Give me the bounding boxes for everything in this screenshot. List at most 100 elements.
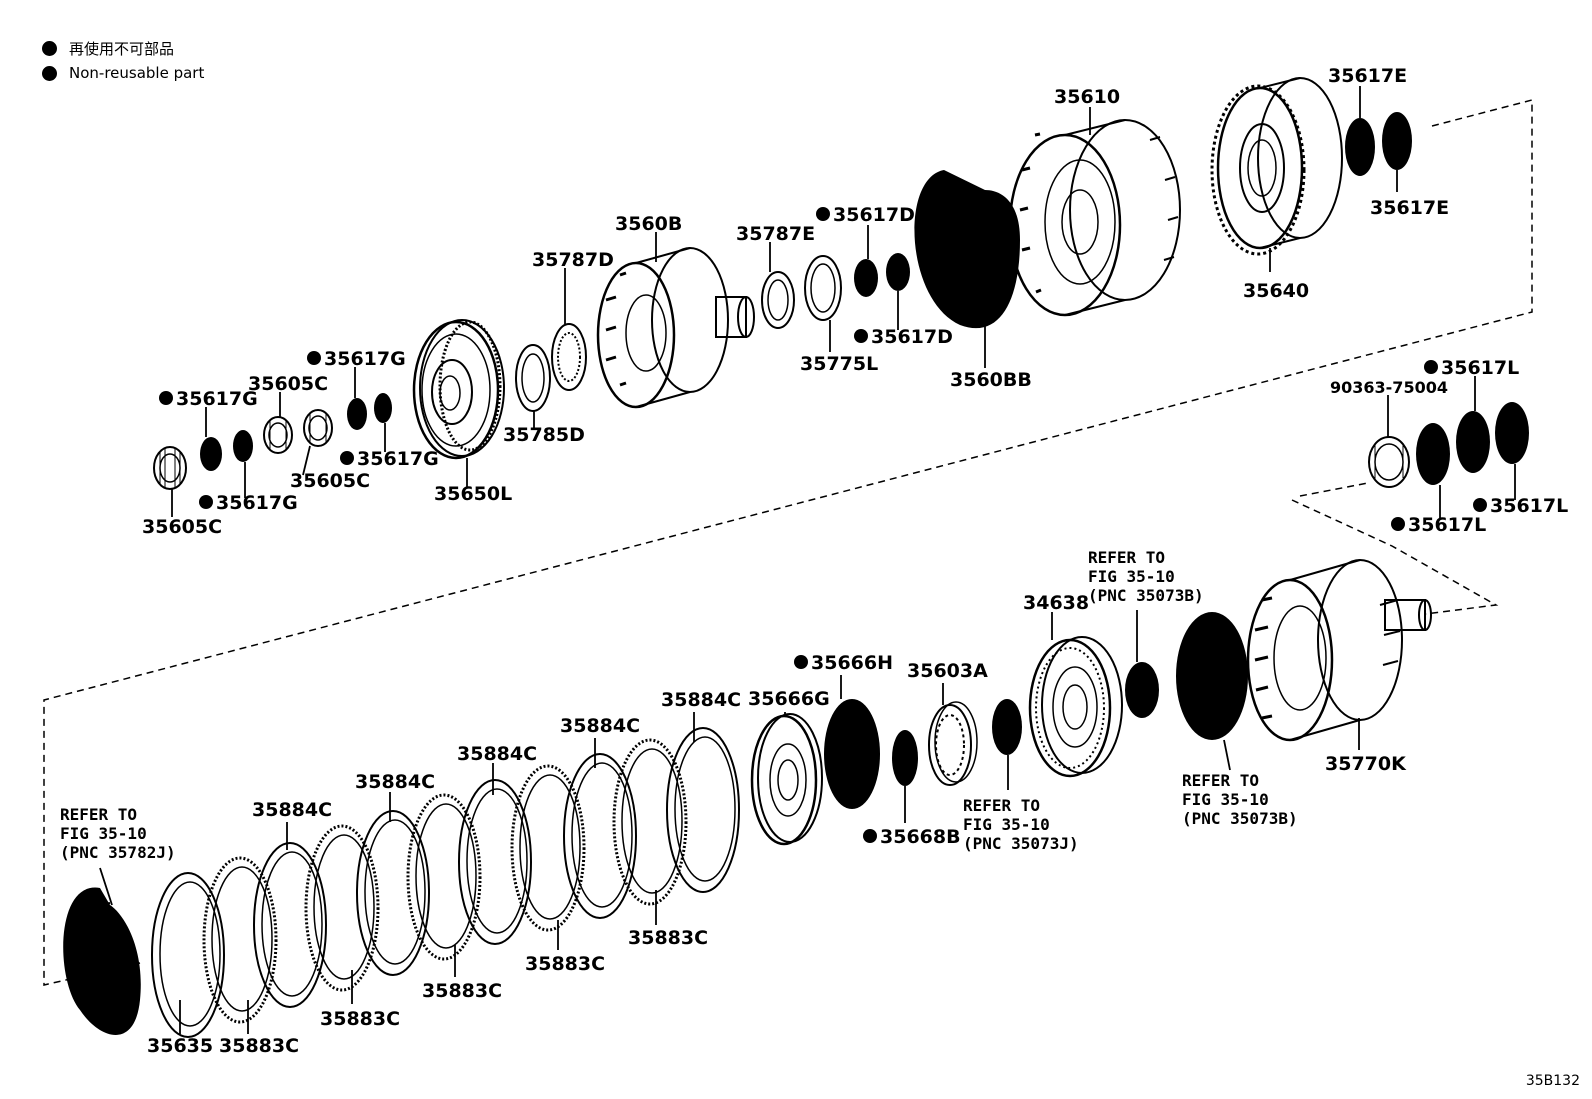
part-label[interactable]: 35605C [142,516,222,538]
part-label[interactable]: 35617G [176,388,258,410]
friction-disc-35883C[interactable] [612,738,688,906]
part-label[interactable]: 35787E [736,223,815,245]
o-ring-35668B[interactable] [892,730,918,786]
part-label[interactable]: 35883C [219,1035,299,1057]
non-reusable-dot-icon [854,329,868,343]
ring-35617E-1[interactable] [1345,118,1375,176]
ring-35617D-2[interactable] [886,253,910,291]
ring-35617G-1[interactable] [200,437,222,471]
part-label[interactable]: 35617D [871,326,953,348]
part-label[interactable]: 35884C [560,715,640,737]
part-label[interactable]: 3560BB [950,369,1032,391]
part-label[interactable]: 35650L [434,483,512,505]
part-label[interactable]: 35617L [1490,495,1568,517]
non-reusable-dot-icon [340,451,354,465]
part-label[interactable]: 35775L [800,353,878,375]
seal-ring-35073J[interactable] [992,699,1022,755]
non-reusable-dot-icon [307,351,321,365]
part-label[interactable]: 35605C [290,470,370,492]
ring-35617E-2[interactable] [1382,112,1412,170]
legend-japanese-text: 再使用不可部品 [69,40,175,58]
part-label[interactable]: 35884C [661,689,741,711]
friction-disc-35883C[interactable] [202,856,278,1024]
clutch-plate-35884C[interactable] [151,872,225,1038]
part-label[interactable]: 35770K [1325,753,1407,775]
part-label[interactable]: 35884C [252,799,332,821]
planetary-carrier-3560B[interactable] [596,247,755,409]
ring-35617D-1[interactable] [854,259,878,297]
snap-ring-3560BB[interactable] [914,170,1020,329]
part-label[interactable]: 35668B [880,826,961,848]
needle-bearing-35605C-left[interactable] [153,446,187,490]
part-label[interactable]: 35666H [811,652,893,674]
clutch-plate-35884C[interactable] [458,779,532,945]
refer-note-35073B-lower[interactable]: REFER TO FIG 35-10 (PNC 35073B) [1182,771,1298,828]
part-label[interactable]: 35617E [1370,197,1449,219]
part-label[interactable]: 35666G [748,688,830,710]
needle-bearing-35605C-middle[interactable] [263,416,293,454]
part-label[interactable]: 35635 [147,1035,213,1057]
part-label[interactable]: 35785D [503,424,585,446]
friction-disc-35883C[interactable] [304,824,380,992]
friction-disc-35883C[interactable] [510,764,586,932]
seal-ring-35073B-large[interactable] [1176,612,1248,740]
refer-note-35782J[interactable]: REFER TO FIG 35-10 (PNC 35782J) [60,805,176,862]
part-label[interactable]: 35883C [525,953,605,975]
part-label[interactable]: 35617D [833,204,915,226]
part-label[interactable]: 35883C [320,1008,400,1030]
ring-35617L-3[interactable] [1495,402,1529,464]
part-label[interactable]: 35884C [457,743,537,765]
part-label[interactable]: 35610 [1054,86,1120,108]
part-label[interactable]: 35787D [532,249,614,271]
ring-35617G-2[interactable] [233,430,253,462]
thrust-bearing-35787D[interactable] [551,323,587,391]
refer-note-35073J[interactable]: REFER TO FIG 35-10 (PNC 35073J) [963,796,1079,853]
o-ring-35666H[interactable] [824,699,880,809]
part-label[interactable]: 35883C [422,980,502,1002]
part-label[interactable]: 35617L [1408,514,1486,536]
part-label[interactable]: 35617G [216,492,298,514]
part-label[interactable]: 35617L [1441,357,1519,379]
part-label[interactable]: 35883C [628,927,708,949]
bearing-90363-75004[interactable] [1368,436,1410,488]
ring-35617L-1[interactable] [1416,423,1450,485]
return-spring-35603A[interactable] [928,701,978,786]
part-label[interactable]: 90363-75004 [1330,378,1448,397]
clutch-plate-35884C[interactable] [563,753,637,919]
seal-ring-35073B-small[interactable] [1125,662,1159,718]
piston-35666G[interactable] [750,713,823,846]
assembly-guide-lines [43,99,1533,986]
clutch-drum-35770K[interactable] [1246,559,1432,742]
refer-note-35073B-upper[interactable]: REFER TO FIG 35-10 (PNC 35073B) [1088,548,1204,605]
friction-disc-35883C[interactable] [406,793,482,961]
non-reusable-dot-icon [42,41,57,56]
washer-35785D[interactable] [515,344,551,412]
clutch-plate-35884C[interactable] [356,810,430,976]
clutch-plate-35884C[interactable] [253,842,327,1008]
ring-gear-35640[interactable] [1210,77,1343,256]
washer-35787E[interactable] [761,271,795,329]
needle-bearing-35605C-right[interactable] [303,409,333,447]
ring-35617L-2[interactable] [1456,411,1490,473]
part-label[interactable]: 35884C [355,771,435,793]
part-label[interactable]: 35605C [248,373,328,395]
part-label[interactable]: 34638 [1023,592,1089,614]
ring-35617G-4[interactable] [374,393,392,423]
non-reusable-dot-icon [794,655,808,669]
clutch-drum-35610[interactable] [1008,119,1181,317]
clutch-plate-stack [151,727,740,1038]
non-reusable-dot-icon [199,495,213,509]
part-label[interactable]: 35617G [324,348,406,370]
clutch-hub-34638[interactable] [1028,636,1123,778]
ring-35617G-3[interactable] [347,398,367,430]
washer-35775L[interactable] [804,255,842,321]
part-label[interactable]: 35617G [357,448,439,470]
snap-ring-35635[interactable] [63,887,141,1035]
part-label[interactable]: 3560B [615,213,682,235]
part-label[interactable]: 35603A [907,660,988,682]
clutch-plate-35884C[interactable] [666,727,740,893]
part-label[interactable]: 35640 [1243,280,1309,302]
gear-35650L[interactable] [412,319,505,460]
part-label[interactable]: 35617E [1328,65,1407,87]
